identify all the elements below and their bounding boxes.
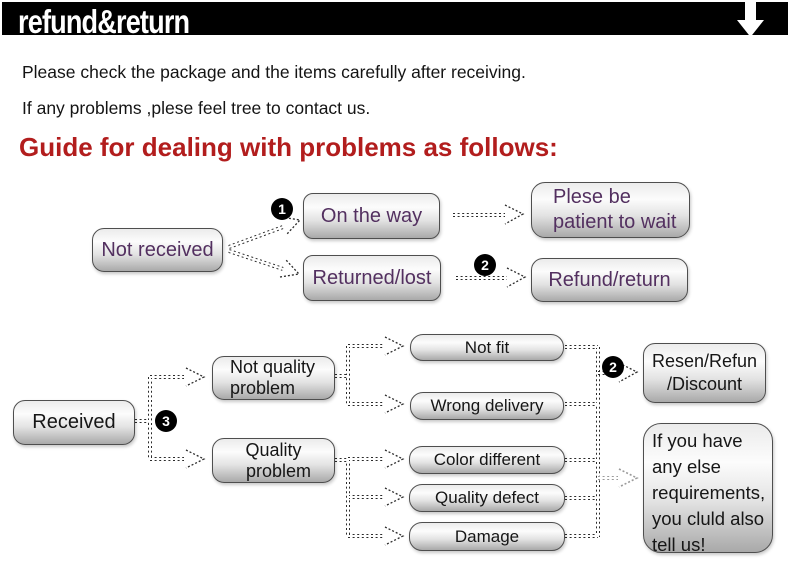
box-line: /Discount: [666, 374, 743, 394]
box-label: Received: [32, 411, 116, 433]
box-label: Quality defect: [435, 488, 539, 508]
bracket-received: [135, 367, 206, 469]
box-line: Plese be: [553, 185, 631, 208]
intro-line-1: Please check the package and the items c…: [22, 62, 526, 82]
box-line: Not quality: [230, 357, 316, 378]
flowchart-box-any-else-requirements: If you have any else requirements, you c…: [643, 423, 773, 555]
flowchart-box-color-different: Color different: [409, 446, 565, 474]
box-label: Wrong delivery: [430, 396, 544, 416]
box-line: tell us!: [652, 534, 706, 555]
box-line: Resen/Refun: [651, 350, 758, 371]
box-line: Quality: [245, 439, 302, 460]
box-line: patient to wait: [553, 211, 677, 233]
box-label: Color different: [433, 450, 541, 470]
flowchart-box-quality-problem: Quality problem: [212, 438, 335, 483]
section-heading: Guide for dealing with problems as follo…: [19, 132, 558, 162]
bracket-outcomes: [565, 345, 600, 538]
box-line: requirements,: [652, 482, 766, 503]
flowchart-box-on-the-way: On the way: [303, 193, 440, 239]
banner-title: refund&return: [18, 3, 190, 40]
flowchart-box-refund-return: Refund/return: [531, 258, 688, 302]
flowchart-box-not-fit: Not fit: [410, 334, 564, 361]
intro-line-2: If any problems ,plese feel tree to cont…: [22, 98, 371, 118]
arrow-not-received-to-returned-lost: [228, 249, 301, 278]
step-badge-3: 3: [155, 410, 177, 432]
box-label: Returned/lost: [312, 266, 432, 289]
box-line: you cluld also: [652, 508, 765, 529]
box-line: problem: [245, 460, 312, 481]
box-label: Not fit: [464, 337, 510, 357]
box-label: On the way: [320, 204, 423, 227]
flowchart-box-not-received: Not received: [92, 228, 223, 272]
box-label: Refund/return: [548, 268, 671, 291]
step-badge-1: 1: [271, 198, 293, 220]
box-label: Not received: [101, 238, 214, 261]
bracket-not-quality: [335, 336, 405, 414]
flowchart-box-damage: Damage: [409, 522, 565, 551]
step-badge-2b: 2: [602, 356, 624, 378]
arrow-returned-lost-to-refund: [456, 267, 527, 288]
flowchart-box-wrong-delivery: Wrong delivery: [410, 392, 564, 420]
flowchart-box-returned-lost: Returned/lost: [303, 255, 441, 301]
box-line: If you have: [652, 430, 743, 451]
box-label: Damage: [454, 526, 520, 546]
box-line: any else: [652, 456, 721, 477]
arrow-on-the-way-to-wait: [453, 204, 525, 225]
title-banner: refund&return: [2, 2, 788, 40]
box-line: problem: [230, 378, 296, 398]
bracket-quality: [335, 449, 405, 546]
arrow-not-received-to-on-the-way: [228, 216, 302, 249]
flowchart-box-resen-refun-discount: Resen/Refun /Discount: [643, 343, 766, 403]
down-arrow-icon: [737, 2, 764, 37]
step-badge-2: 2: [474, 254, 496, 276]
flowchart-box-patient-wait: Plese be patient to wait: [531, 182, 690, 238]
flowchart-box-not-quality-problem: Not quality problem: [212, 356, 335, 400]
arrow-to-if-you-have: [598, 468, 639, 488]
flowchart-box-quality-defect: Quality defect: [409, 484, 565, 512]
flowchart-box-received: Received: [13, 400, 135, 445]
